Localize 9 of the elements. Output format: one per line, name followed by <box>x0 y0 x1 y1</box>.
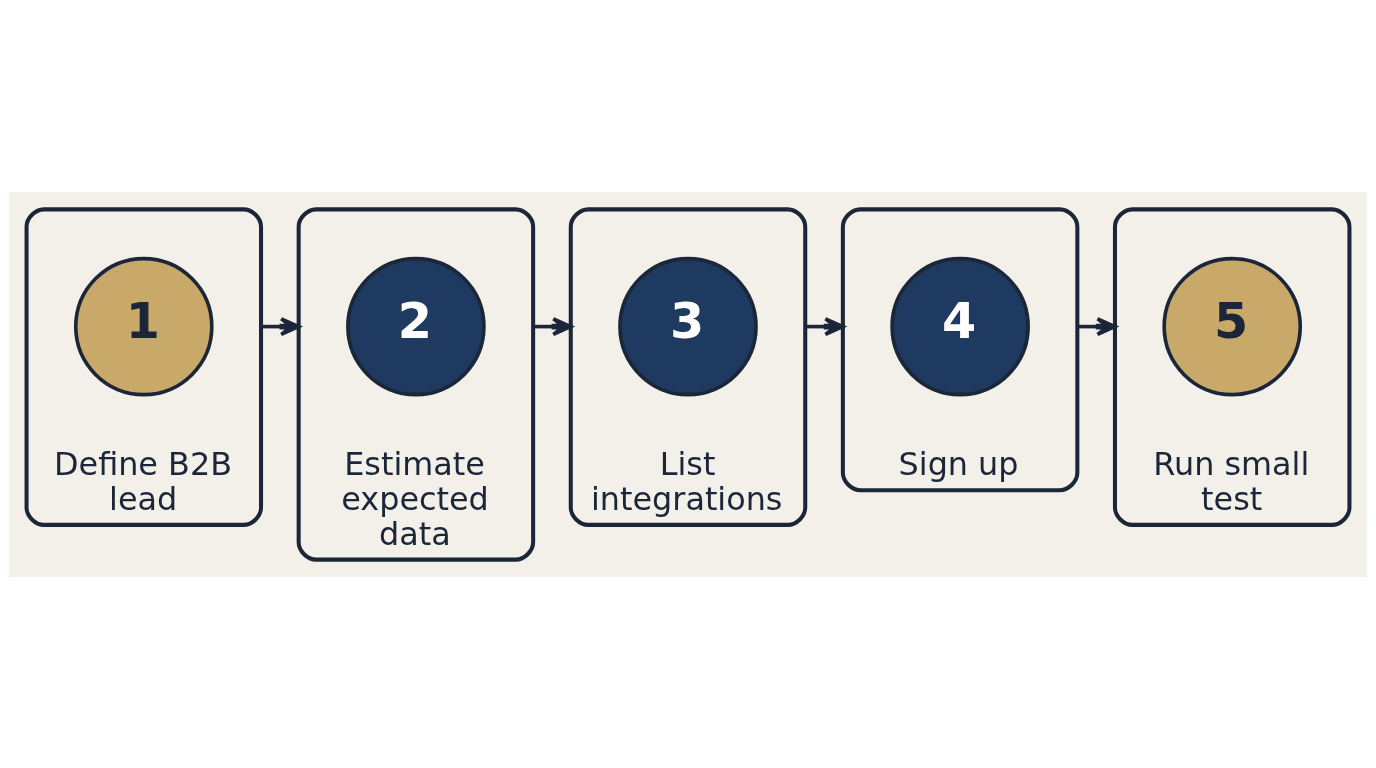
node-circle: 1 <box>73 256 214 396</box>
node-circle: 2 <box>346 256 486 396</box>
node-circle: 4 <box>890 256 1030 396</box>
arrow <box>261 316 301 336</box>
arrow <box>533 316 573 336</box>
arrow <box>1077 316 1117 336</box>
node-circle: 3 <box>618 256 758 396</box>
arrow <box>805 316 845 336</box>
node-circle: 5 <box>1162 256 1303 396</box>
